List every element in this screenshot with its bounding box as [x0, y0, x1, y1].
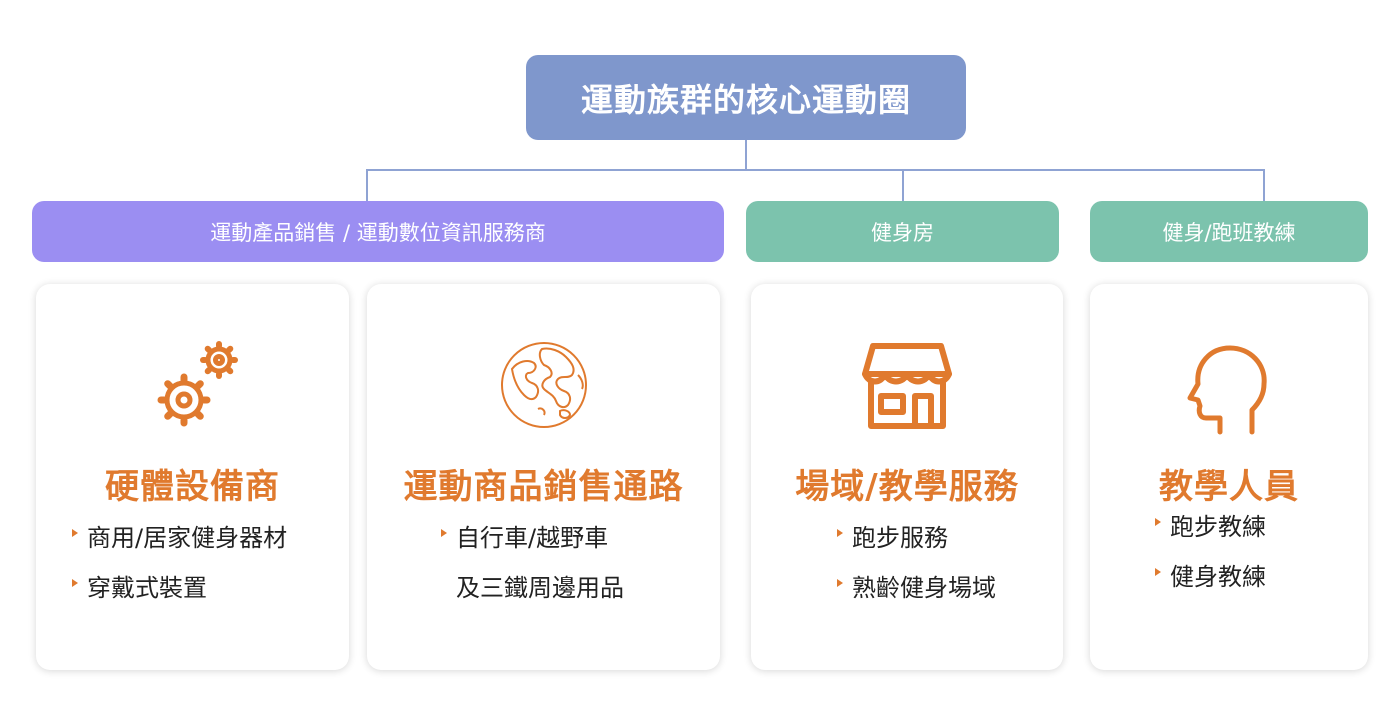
list-item-label: 健身教練: [1170, 563, 1266, 591]
connector-horizontal: [366, 169, 1265, 171]
list-item-label: 及三鐵周邊用品: [456, 574, 624, 602]
list-item-label: 穿戴式裝置: [87, 574, 207, 602]
bullet-icon: [837, 529, 843, 537]
bullet-icon: [1155, 518, 1161, 526]
head-profile-icon: [1187, 345, 1267, 435]
connector-drop-3: [1263, 169, 1265, 202]
list-item: 自行車/越野車: [441, 520, 720, 570]
list-item-label: 跑步教練: [1170, 513, 1266, 541]
connector-drop-1: [366, 169, 368, 202]
category-coach: 健身/跑班教練: [1090, 201, 1368, 262]
bullet-icon: [837, 579, 843, 587]
card-venue-services: 場域/教學服務 跑步服務 熟齡健身場域: [751, 284, 1063, 670]
list-item: 跑步教練: [1155, 509, 1368, 559]
card-title: 運動商品銷售通路: [403, 467, 684, 507]
connector-drop-2: [902, 169, 904, 202]
card-hardware: 硬體設備商 商用/居家健身器材 穿戴式裝置: [36, 284, 349, 670]
list-item: 穿戴式裝置: [72, 570, 349, 620]
list-item: 及三鐵周邊用品: [441, 570, 720, 620]
card-title: 硬體設備商: [105, 467, 280, 507]
connector-root-stem: [745, 140, 747, 170]
root-node: 運動族群的核心運動圈: [526, 55, 966, 140]
storefront-icon: [862, 343, 952, 429]
list-item-label: 自行車/越野車: [456, 524, 609, 552]
gears-icon: [157, 341, 238, 427]
list-item: 熟齡健身場域: [837, 570, 1063, 620]
category-gym: 健身房: [746, 201, 1059, 262]
card-title: 場域/教學服務: [795, 467, 1019, 507]
category-product-sales: 運動產品銷售 / 運動數位資訊服務商: [32, 201, 724, 262]
bullet-icon: [72, 529, 78, 537]
list-item-label: 跑步服務: [852, 524, 948, 552]
list-item: 商用/居家健身器材: [72, 520, 349, 570]
list-item-label: 熟齡健身場域: [852, 574, 996, 602]
list-item-label: 商用/居家健身器材: [87, 524, 288, 552]
list-item: 跑步服務: [837, 520, 1063, 570]
card-sales-channel: 運動商品銷售通路 自行車/越野車 及三鐵周邊用品: [367, 284, 720, 670]
bullet-icon: [1155, 568, 1161, 576]
bullet-icon: [72, 579, 78, 587]
bullet-icon: [441, 529, 447, 537]
list-item: 健身教練: [1155, 559, 1368, 609]
card-title: 教學人員: [1159, 467, 1299, 507]
globe-icon: [501, 342, 587, 428]
card-instructors: 教學人員 跑步教練 健身教練: [1090, 284, 1368, 670]
